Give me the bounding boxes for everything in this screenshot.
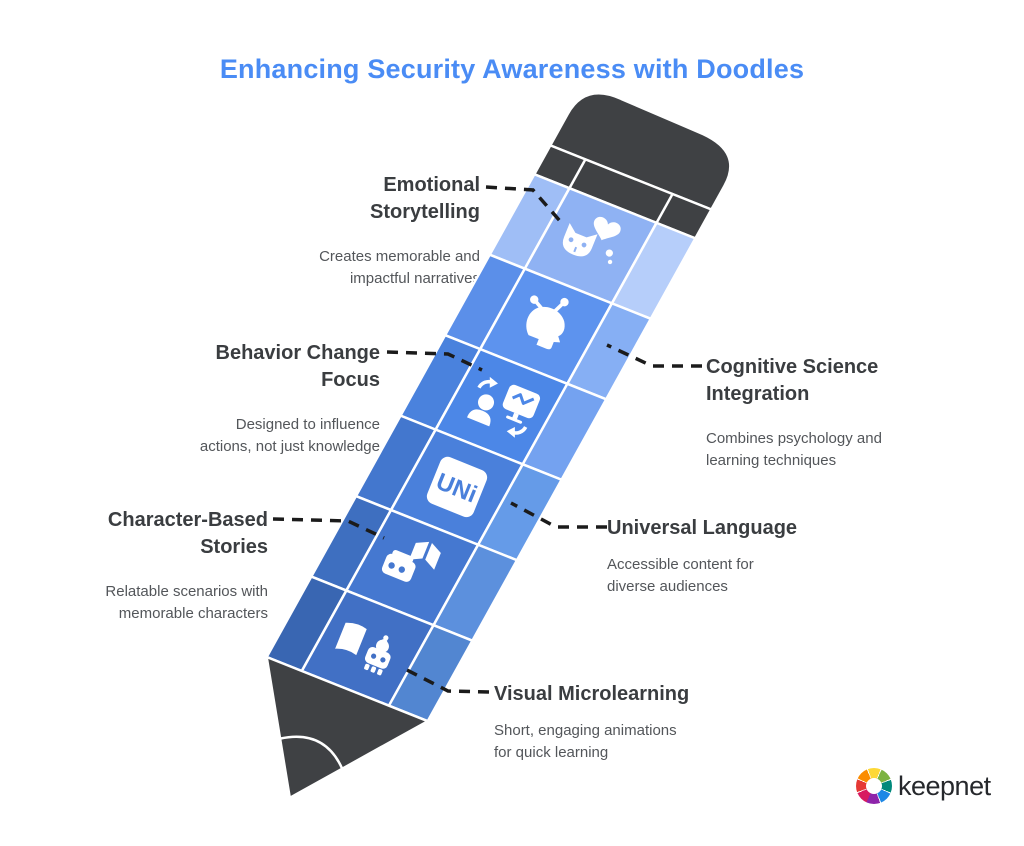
label-behavior-change-focus: Behavior Change Focus Designed to influe… <box>60 340 380 458</box>
brand-name: keepnet <box>898 770 991 801</box>
connector-behavior-change <box>386 350 483 372</box>
head-pins-icon <box>526 295 569 350</box>
page-title: Enhancing Security Awareness with Doodle… <box>219 54 805 84</box>
label-character-based-stories: Character-Based Stories Relatable scenar… <box>8 507 268 625</box>
brand-logo: keepnet <box>856 768 991 804</box>
pinwheel-logo-icon <box>856 768 892 804</box>
label-desc: Combines psychology and learning techniq… <box>706 430 882 469</box>
book-robot-icon <box>335 622 391 676</box>
connector-universal-language <box>510 501 607 529</box>
label-heading: Character-Based Stories <box>107 509 268 558</box>
connectors <box>272 185 702 694</box>
connector-cognitive-science <box>606 343 702 368</box>
connector-emotional-storytelling <box>485 185 562 223</box>
pencil-cap-icon <box>549 91 732 211</box>
label-desc: Relatable scenarios with memorable chara… <box>105 583 268 622</box>
label-desc: Creates memorable and impactful narrativ… <box>319 248 480 287</box>
label-heading: Emotional Storytelling <box>369 174 480 223</box>
pencil: UNi <box>265 91 732 800</box>
label-desc: Designed to influence actions, not just … <box>199 416 380 455</box>
uni-badge-icon: UNi <box>426 456 488 518</box>
label-heading: Visual Microlearning <box>494 683 690 705</box>
tip-arc-seam <box>279 735 344 770</box>
pencil-tip-icon <box>265 655 430 800</box>
person-sync-monitor-icon <box>467 376 541 438</box>
label-heading: Universal Language <box>607 517 798 539</box>
label-desc: Accessible content for diverse audiences <box>607 556 754 595</box>
label-desc: Short, engaging animations for quick lea… <box>494 722 677 761</box>
connector-visual-microlearning <box>400 665 490 694</box>
label-universal-language: Universal Language Accessible content fo… <box>607 515 907 598</box>
cap-seam <box>568 158 587 189</box>
label-heading: Cognitive Science Integration <box>706 356 879 405</box>
label-emotional-storytelling: Emotional Storytelling Creates memorable… <box>180 172 480 290</box>
cap-seam <box>655 193 674 224</box>
cat-heart-icon <box>562 216 621 265</box>
label-visual-microlearning: Visual Microlearning Short, engaging ani… <box>494 681 814 764</box>
map-robot-icon <box>381 541 441 582</box>
label-cognitive-science-integration: Cognitive Science Integration Combines p… <box>706 354 1006 472</box>
label-heading: Behavior Change Focus <box>215 342 380 391</box>
connector-character-based <box>272 517 385 540</box>
